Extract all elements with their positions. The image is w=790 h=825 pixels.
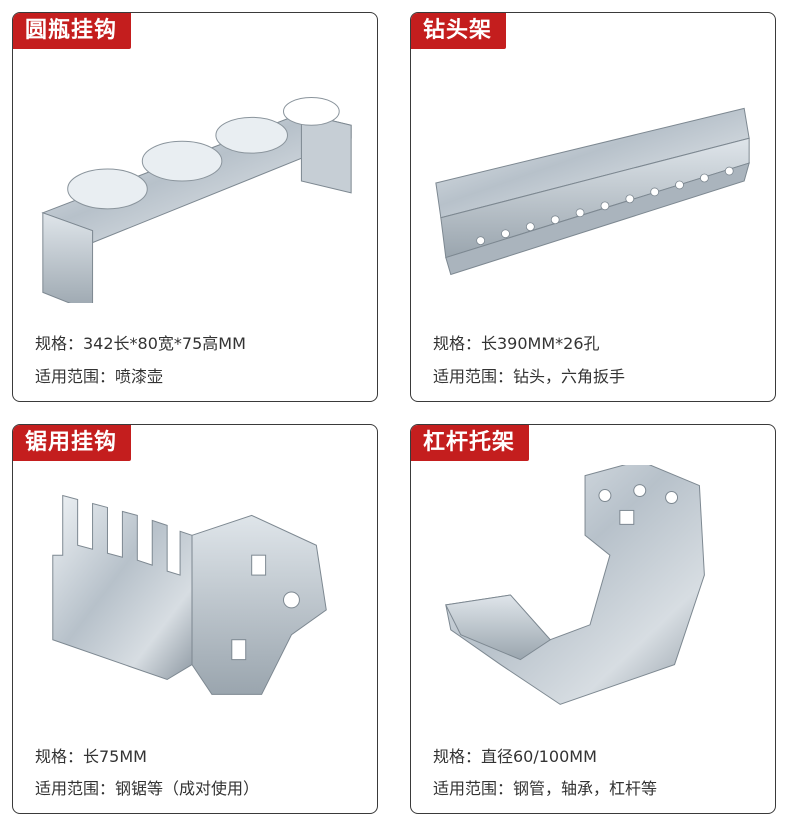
product-title: 圆瓶挂钩	[13, 13, 132, 49]
product-card-saw-hook[interactable]: 锯用挂钩 规格：长75MM 适用范围：钢锯等（成对使用）	[12, 424, 378, 814]
product-spec: 规格：直径60/100MM	[433, 747, 597, 766]
product-spec: 规格：342长*80宽*75高MM	[35, 334, 246, 353]
product-spec: 规格：长75MM	[35, 747, 147, 766]
product-card-lever-bracket[interactable]: 杠杆托架 规格：直径60/100MM 适用范围：钢管，轴承，杠杆等	[410, 424, 776, 814]
product-usage: 适用范围：喷漆壶	[35, 367, 164, 386]
drill-rack-icon	[411, 53, 775, 303]
lever-bracket-icon	[411, 465, 775, 715]
product-spec: 规格：长390MM*26孔	[433, 334, 600, 353]
product-title: 钻头架	[411, 13, 507, 49]
product-usage: 适用范围：钢管，轴承，杠杆等	[433, 779, 658, 798]
bottle-rack-icon	[13, 53, 377, 303]
product-usage: 适用范围：钢锯等（成对使用）	[35, 779, 260, 798]
saw-hook-icon	[13, 465, 377, 715]
product-card-bottle-hook[interactable]: 圆瓶挂钩 规格：342长*80宽*75高MM 适用范围：喷漆壶	[12, 12, 378, 402]
product-card-drill-rack[interactable]: 钻头架 规格：长390MM*26孔 适用范围：钻头，六角扳手	[410, 12, 776, 402]
product-title: 杠杆托架	[411, 425, 530, 461]
product-usage: 适用范围：钻头，六角扳手	[433, 367, 626, 386]
product-title: 锯用挂钩	[13, 425, 132, 461]
